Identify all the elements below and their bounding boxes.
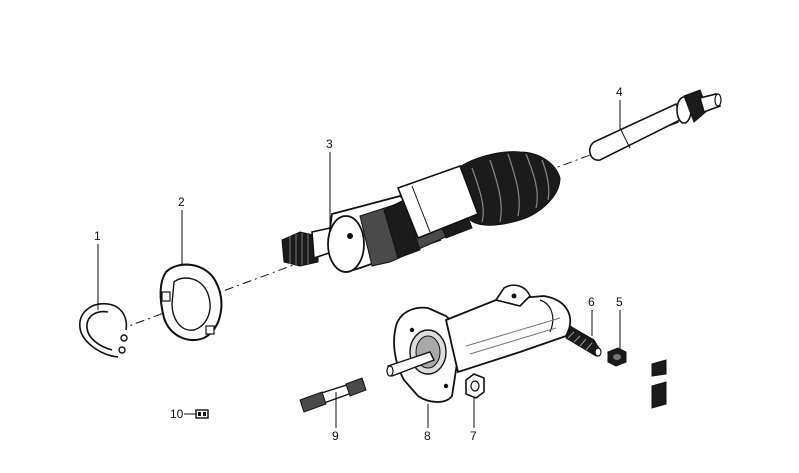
callout-3: 3 xyxy=(326,137,333,151)
nut-7 xyxy=(465,373,485,399)
callout-2: 2 xyxy=(178,195,185,209)
stud-9 xyxy=(299,377,367,413)
small-part-10 xyxy=(195,409,209,419)
callout-5: 5 xyxy=(616,295,623,309)
callout-7: 7 xyxy=(470,429,477,443)
slave-cylinder-housing-8 xyxy=(386,284,571,403)
circlip-1 xyxy=(79,303,128,358)
callout-8: 8 xyxy=(424,429,431,443)
callout-4: 4 xyxy=(616,85,623,99)
slave-cylinder-3 xyxy=(281,151,561,273)
callout-6: 6 xyxy=(588,295,595,309)
cropped-fragment xyxy=(651,359,667,409)
callout-labels: 1 2 3 4 5 6 7 8 9 10 xyxy=(94,85,623,443)
callout-1: 1 xyxy=(94,229,101,243)
nut-5 xyxy=(607,347,627,367)
bleeder-screw-6 xyxy=(565,325,602,357)
callout-9: 9 xyxy=(332,429,339,443)
leader-lines xyxy=(97,100,621,428)
pushrod-4 xyxy=(588,89,722,161)
callout-10: 10 xyxy=(170,407,184,421)
plate-2 xyxy=(159,263,223,341)
